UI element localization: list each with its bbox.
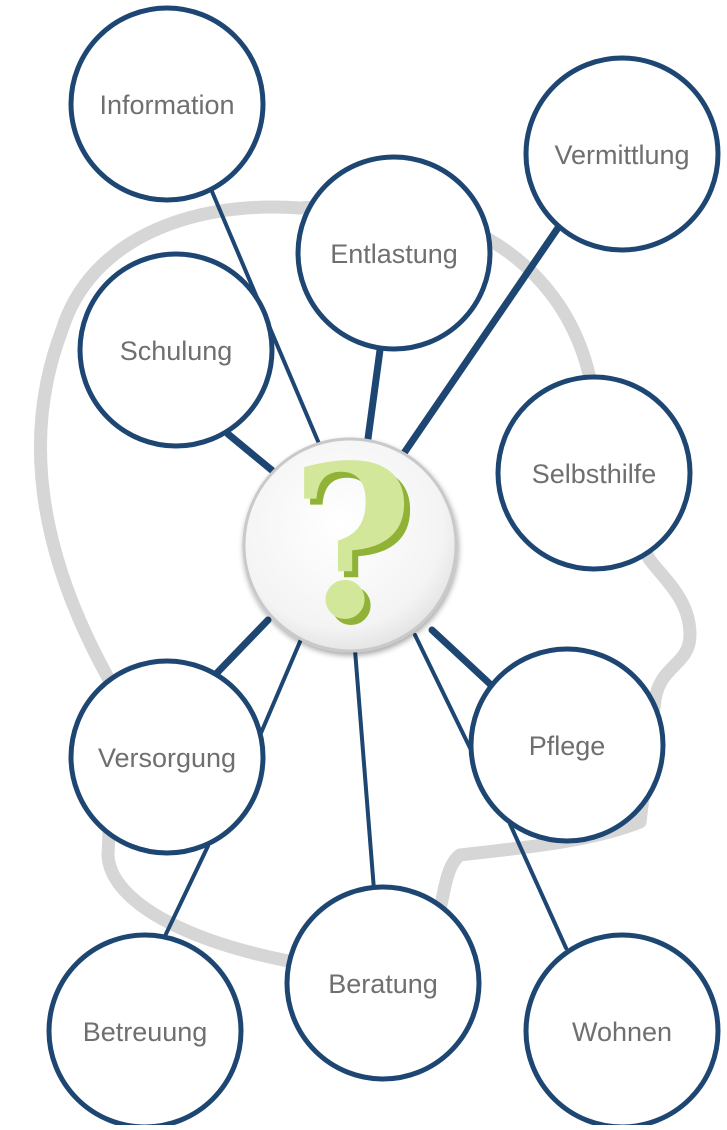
node-label: Betreuung xyxy=(83,1017,208,1047)
node-label: Vermittlung xyxy=(554,140,689,170)
node-label: Schulung xyxy=(120,336,233,366)
link-vermittlung xyxy=(398,180,592,460)
link-pflege-thin xyxy=(413,633,474,754)
link-versorgung xyxy=(210,616,272,680)
node-pflege: Pflege xyxy=(468,646,666,844)
node-beratung: Beratung xyxy=(284,884,482,1082)
node-label: Pflege xyxy=(529,731,606,761)
node-entlastung: Entlastung xyxy=(295,154,493,352)
links-group xyxy=(163,166,592,950)
node-label: Wohnen xyxy=(572,1017,672,1047)
node-label: Selbsthilfe xyxy=(532,459,657,489)
node-schulung: Schulung xyxy=(77,251,275,449)
node-information: Information xyxy=(68,5,266,203)
question-mark-icon-shadow: ? xyxy=(296,425,419,672)
link-schulung xyxy=(224,430,278,476)
link-wohnen xyxy=(508,822,568,950)
node-label: Entlastung xyxy=(330,239,458,269)
center-node: ? ? xyxy=(242,419,458,672)
node-betreuung: Betreuung xyxy=(46,932,244,1130)
question-mark-icon: ? xyxy=(290,419,413,666)
link-versorgung-thin xyxy=(256,628,307,742)
node-label: Information xyxy=(99,90,234,120)
node-label: Beratung xyxy=(328,969,438,999)
node-versorgung: Versorgung xyxy=(68,658,266,856)
link-betreuung xyxy=(163,844,210,938)
node-vermittlung: Vermittlung xyxy=(523,55,721,253)
node-wohnen: Wohnen xyxy=(523,932,721,1130)
node-selbsthilfe: Selbsthilfe xyxy=(495,374,693,572)
link-beratung xyxy=(353,648,376,892)
link-pflege xyxy=(428,626,494,688)
node-label: Versorgung xyxy=(98,743,236,773)
link-entlastung xyxy=(363,346,384,450)
